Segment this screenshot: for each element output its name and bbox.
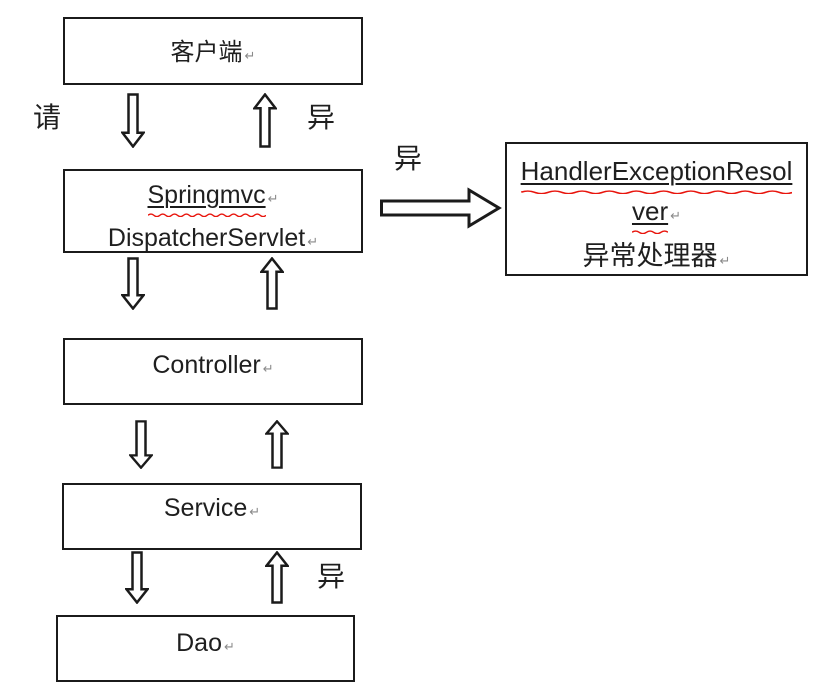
right-arrow-dispatcher-to-resolver <box>380 187 502 229</box>
label-exception-resolver: 异 <box>394 142 423 175</box>
return-mark: ↵ <box>223 640 235 655</box>
box-dao-title-text: Dao <box>176 629 222 657</box>
box-client-title-text: 客户端 <box>170 38 243 66</box>
up-arrow-icon <box>265 420 289 469</box>
up-arrow-controller-to-dispatcher <box>260 257 284 310</box>
box-resolver-line1: HandlerExceptionResol <box>507 151 806 194</box>
down-arrow-icon <box>125 551 149 604</box>
box-service: Service↵ <box>62 483 362 550</box>
up-arrow-icon <box>265 551 289 604</box>
label-request: 请 <box>33 101 62 134</box>
spellcheck-squiggle-icon <box>147 213 266 217</box>
box-dispatcher-line1-text: Springmvc <box>147 181 266 209</box>
down-arrow-icon <box>121 93 145 148</box>
misspelled-word: ver <box>631 191 669 234</box>
label-exception-dao: 异 <box>317 560 346 593</box>
box-resolver-line3-text: 异常处理器 <box>582 241 718 272</box>
return-mark: ↵ <box>719 254 731 269</box>
down-arrow-icon <box>129 420 153 469</box>
box-resolver-line3: 异常处理器↵ <box>507 237 806 282</box>
return-mark: ↵ <box>262 362 274 377</box>
box-dao: Dao↵ <box>56 615 355 682</box>
return-mark: ↵ <box>244 49 256 64</box>
box-dispatcher-line2: DispatcherServlet↵ <box>65 219 361 262</box>
box-dao-title: Dao↵ <box>58 629 353 658</box>
up-arrow-icon <box>253 93 277 148</box>
box-dispatcher-line1: Springmvc↵ <box>65 176 361 219</box>
up-arrow-dispatcher-to-client <box>253 93 277 148</box>
return-mark: ↵ <box>307 235 319 250</box>
box-controller: Controller↵ <box>63 338 363 405</box>
box-service-title: Service↵ <box>64 494 360 523</box>
box-handler-exception-resolver: HandlerExceptionResol ver↵ 异常处理器↵ <box>505 142 808 276</box>
return-mark: ↵ <box>670 209 682 224</box>
spellcheck-squiggle-icon <box>520 190 793 194</box>
box-resolver-line2: ver↵ <box>507 191 806 237</box>
box-client: 客户端↵ <box>63 17 363 85</box>
up-arrow-dao-to-service <box>265 551 289 604</box>
up-arrow-icon <box>260 257 284 310</box>
box-dispatcher-line2-text: DispatcherServlet <box>107 224 306 252</box>
box-resolver-line1-text: HandlerExceptionResol <box>520 156 793 186</box>
down-arrow-dispatcher-to-controller <box>121 257 145 310</box>
return-mark: ↵ <box>267 192 279 207</box>
spellcheck-squiggle-icon <box>631 230 669 234</box>
down-arrow-icon <box>121 257 145 310</box>
box-dispatcher-servlet: Springmvc↵ DispatcherServlet↵ <box>63 169 363 253</box>
down-arrow-client-to-dispatcher <box>121 93 145 148</box>
box-resolver-line2-text: ver <box>631 196 669 226</box>
box-service-title-text: Service <box>163 494 248 522</box>
label-exception-client: 异 <box>307 101 336 134</box>
down-arrow-controller-to-service <box>129 420 153 469</box>
misspelled-word: Springmvc <box>147 176 266 217</box>
return-mark: ↵ <box>249 505 261 520</box>
misspelled-word: HandlerExceptionResol <box>520 151 793 194</box>
box-controller-title: Controller↵ <box>65 351 361 380</box>
down-arrow-service-to-dao <box>125 551 149 604</box>
up-arrow-service-to-controller <box>265 420 289 469</box>
box-controller-title-text: Controller <box>152 351 261 379</box>
right-arrow-icon <box>380 187 502 229</box>
box-client-title: 客户端↵ <box>65 32 361 67</box>
